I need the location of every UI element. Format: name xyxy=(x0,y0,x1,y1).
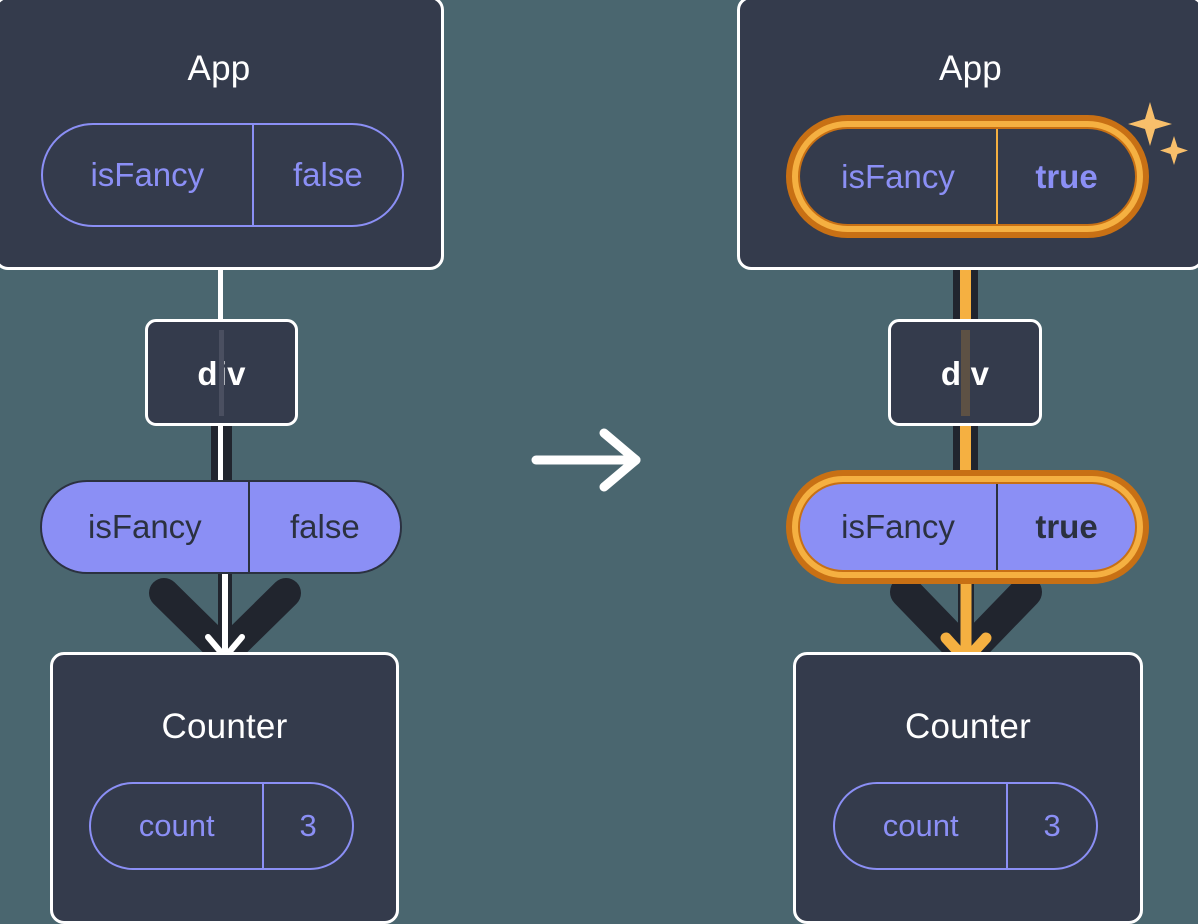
left-prop-state-value: false xyxy=(247,482,400,572)
right-app-state-pill: isFancy true xyxy=(800,129,1135,224)
transition-arrow-icon xyxy=(530,425,650,495)
right-prop-state-pill: isFancy true xyxy=(800,484,1135,570)
right-counter-state-pill: count 3 xyxy=(833,782,1098,870)
left-counter-title: Counter xyxy=(161,707,288,746)
right-counter-state-key: count xyxy=(882,808,959,843)
right-prop-state-key: isFancy xyxy=(841,508,955,545)
right-app-state-value: true xyxy=(996,129,1135,224)
left-div-internal-line xyxy=(219,330,224,416)
left-connector-div-to-pill-inner xyxy=(218,425,223,485)
left-app-state-key: isFancy xyxy=(90,156,205,193)
right-connector-div-to-pill-inner xyxy=(960,425,971,487)
right-prop-state-value: true xyxy=(996,484,1135,570)
left-app-state-pill: isFancy false xyxy=(41,123,404,227)
left-connector-app-to-div xyxy=(218,268,223,320)
right-counter-title: Counter xyxy=(905,707,1031,746)
left-counter-state-pill: count 3 xyxy=(89,782,354,870)
right-app-sparkles-icon xyxy=(1128,102,1190,174)
right-app-state-key: isFancy xyxy=(841,157,955,195)
left-counter-state-key: count xyxy=(138,808,215,843)
left-prop-state-pill: isFancy false xyxy=(40,480,402,574)
left-app-state-value: false xyxy=(251,125,402,225)
left-prop-state-key: isFancy xyxy=(87,508,202,545)
left-app-title: App xyxy=(187,49,251,88)
left-counter-state-value: 3 xyxy=(262,784,352,868)
right-app-title: App xyxy=(939,49,1002,88)
right-connector-app-to-div-inner xyxy=(960,215,971,325)
right-counter-state-value: 3 xyxy=(1006,784,1096,868)
right-div-internal-line xyxy=(961,330,970,416)
